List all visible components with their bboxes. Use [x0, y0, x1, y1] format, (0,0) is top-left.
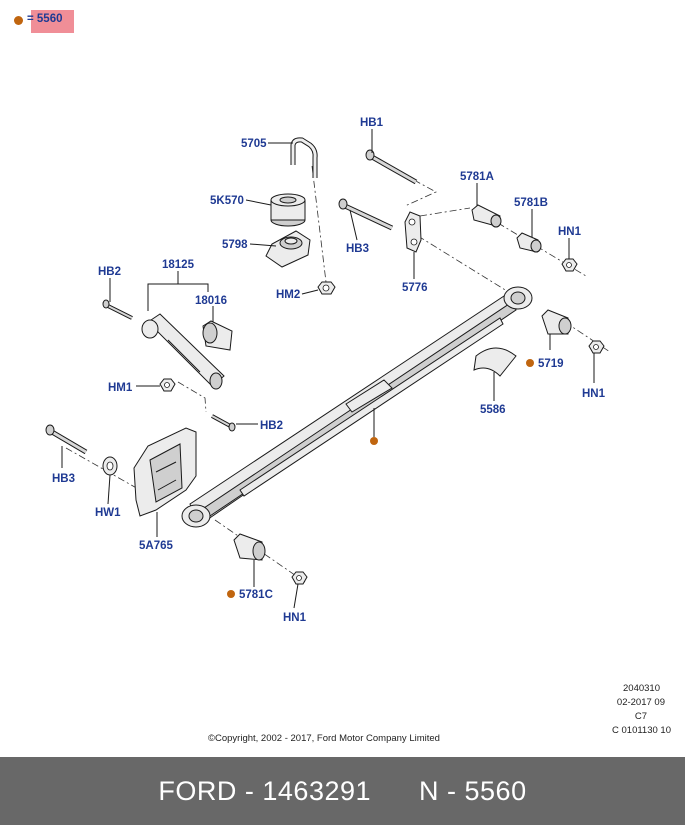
nut-hm1 [159, 378, 176, 392]
bushing-5781a [471, 204, 502, 228]
label-hb1[interactable]: HB1 [360, 117, 384, 129]
marker-dot-5719 [526, 359, 534, 367]
label-hn1-right[interactable]: HN1 [582, 388, 606, 400]
label-hn1-upper[interactable]: HN1 [558, 226, 582, 238]
footer-spacer [371, 776, 419, 806]
label-5798[interactable]: 5798 [222, 239, 248, 251]
copyright-notice: ©Copyright, 2002 - 2017, Ford Motor Comp… [208, 733, 440, 744]
u-bolt-5705 [290, 137, 318, 178]
drawing-number: 2040310 [623, 683, 660, 694]
bolt-hb2-upper [102, 299, 133, 320]
marker-dot-leaf-spring [370, 437, 378, 445]
bracket-5a765 [133, 427, 197, 517]
legend-marker-dot [14, 16, 23, 25]
leader-lines [61, 129, 595, 609]
nut-hm2 [317, 281, 336, 295]
marker-dot-5781c [227, 590, 235, 598]
legend-text: = 5560 [27, 13, 63, 25]
label-hb2-upper[interactable]: HB2 [98, 266, 121, 278]
drawing-reference: C 0101130 10 [612, 725, 671, 736]
bolt-hb3-lower [45, 424, 88, 455]
bushing-18016 [202, 320, 233, 351]
label-hn1-lower[interactable]: HN1 [283, 612, 307, 624]
label-5781b[interactable]: 5781B [514, 197, 548, 209]
washer-hw1 [102, 456, 118, 476]
bump-stop-5k570 [270, 193, 306, 227]
bushing-5781c [233, 533, 266, 561]
exploded-parts-diagram: 5705 HB1 5K570 5798 HM2 HB3 5776 5781A 5… [45, 117, 671, 744]
leaf-spring-5560 [181, 286, 533, 528]
drawing-code: C7 [635, 711, 647, 722]
label-hm2[interactable]: HM2 [276, 289, 300, 301]
label-hb2-lower[interactable]: HB2 [260, 420, 283, 432]
footer-ford-number: FORD - 1463291 [158, 775, 372, 806]
nut-hn1-upper [561, 258, 578, 272]
drawing-date: 02-2017 09 [617, 697, 665, 708]
label-5719[interactable]: 5719 [538, 358, 564, 370]
label-hw1[interactable]: HW1 [95, 507, 121, 519]
shackle-plate-5776 [404, 211, 422, 253]
label-5776[interactable]: 5776 [402, 282, 428, 294]
bolt-hb1 [365, 149, 418, 185]
label-hb3-upper[interactable]: HB3 [346, 243, 369, 255]
nut-hn1-right [588, 340, 605, 354]
shock-absorber-18125 [141, 313, 225, 390]
label-5781c[interactable]: 5781C [239, 589, 273, 601]
footer-n-number: N - 5560 [419, 775, 527, 806]
bushing-5719 [541, 309, 572, 335]
label-18016[interactable]: 18016 [195, 295, 227, 307]
legend-highlight [31, 10, 74, 33]
label-hb3-lower[interactable]: HB3 [52, 473, 75, 485]
bolt-hb3-upper [338, 198, 394, 231]
label-18125[interactable]: 18125 [162, 259, 195, 271]
spacer-5586 [473, 347, 517, 377]
assembly-lines [65, 165, 611, 583]
label-5a765[interactable]: 5A765 [139, 540, 173, 552]
footer-bar: FORD - 1463291 N - 5560 [0, 757, 685, 825]
bracket-5798 [265, 230, 311, 268]
footer-part-numbers: FORD - 1463291 N - 5560 [158, 776, 526, 807]
bolt-hb2-lower [211, 414, 236, 432]
label-5586[interactable]: 5586 [480, 404, 506, 416]
label-5k570[interactable]: 5K570 [210, 195, 244, 207]
bushing-5781b [516, 232, 542, 253]
nut-hn1-lower [291, 571, 308, 585]
label-5781a[interactable]: 5781A [460, 171, 494, 183]
label-hm1[interactable]: HM1 [108, 382, 133, 394]
label-5705[interactable]: 5705 [241, 138, 267, 150]
